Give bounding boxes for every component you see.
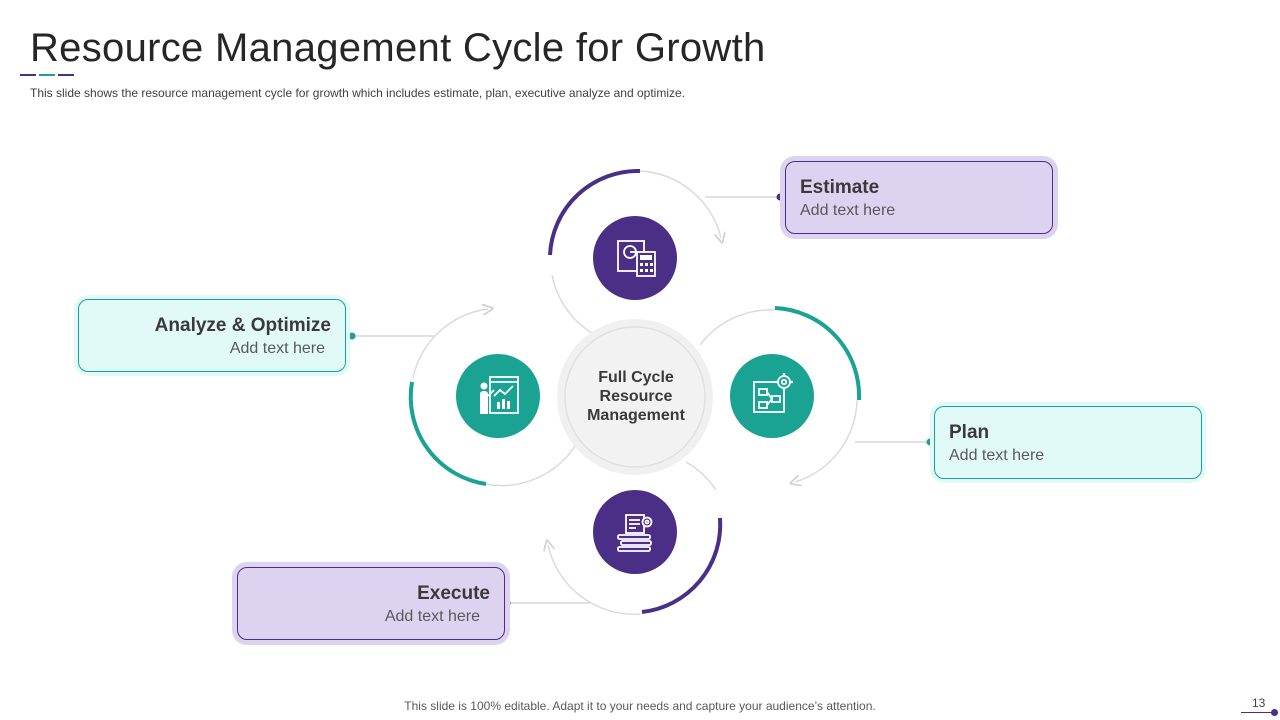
center-label-line-3: Management	[587, 407, 685, 424]
title-accent-bar-2	[39, 74, 55, 76]
document-gear-books-icon	[617, 514, 653, 552]
center-circle-inner	[564, 326, 706, 468]
slide-title: Resource Management Cycle for Growth	[30, 26, 766, 70]
slide-subtitle: This slide shows the resource management…	[30, 86, 685, 100]
center-label: Full Cycle Resource Management	[570, 368, 702, 425]
presenter-chart-icon	[480, 376, 519, 414]
title-accent-bar-3	[58, 74, 74, 76]
icon-circle-analyze	[456, 354, 540, 438]
ring-analyze-lower	[484, 445, 576, 487]
card-plan-text: Add text here	[949, 447, 1045, 464]
card-analyze-title: Analyze & Optimize	[154, 315, 331, 336]
arc-analyze	[408, 381, 487, 486]
card-execute-text: Add text here	[384, 608, 480, 625]
arc-estimate	[548, 168, 641, 256]
title-accent-bar-1	[20, 74, 36, 76]
slide-footer: This slide is 100% editable. Adapt it to…	[404, 699, 876, 713]
ring-estimate-lower	[551, 274, 593, 334]
ring-execute	[548, 545, 641, 615]
connector-dot-estimate	[776, 193, 784, 201]
page-number-line	[1241, 712, 1273, 713]
center-label-line-2: Resource	[599, 388, 673, 405]
card-execute-title: Execute	[417, 583, 490, 604]
card-estimate: Estimate Add text here	[785, 161, 1053, 234]
icon-circle-estimate	[593, 216, 677, 300]
arc-plan	[774, 306, 862, 401]
connector-dot-analyze	[348, 332, 356, 340]
card-plan-title: Plan	[949, 422, 990, 443]
blueprint-calculator-icon	[617, 240, 656, 277]
ring-execute-upper	[685, 461, 717, 491]
arc-execute	[641, 517, 723, 614]
ring-estimate	[639, 170, 721, 238]
card-execute: Execute Add text here	[237, 567, 505, 640]
page-number-dot	[1271, 709, 1278, 716]
ring-plan-left	[699, 309, 776, 346]
connector-dot-execute	[503, 599, 511, 607]
center-label-line-1: Full Cycle	[598, 369, 674, 386]
card-analyze: Analyze & Optimize Add text here	[78, 299, 346, 372]
page-number: 13	[1252, 696, 1266, 710]
flowchart-gear-icon	[753, 373, 793, 413]
card-analyze-text: Add text here	[229, 340, 325, 357]
ring-plan	[795, 399, 858, 482]
connector-dot-plan	[926, 438, 934, 446]
card-estimate-text: Add text here	[800, 202, 896, 219]
icon-circle-execute	[593, 490, 677, 574]
card-plan: Plan Add text here	[934, 406, 1202, 479]
ring-analyze	[412, 309, 488, 379]
card-estimate-title: Estimate	[800, 177, 880, 198]
